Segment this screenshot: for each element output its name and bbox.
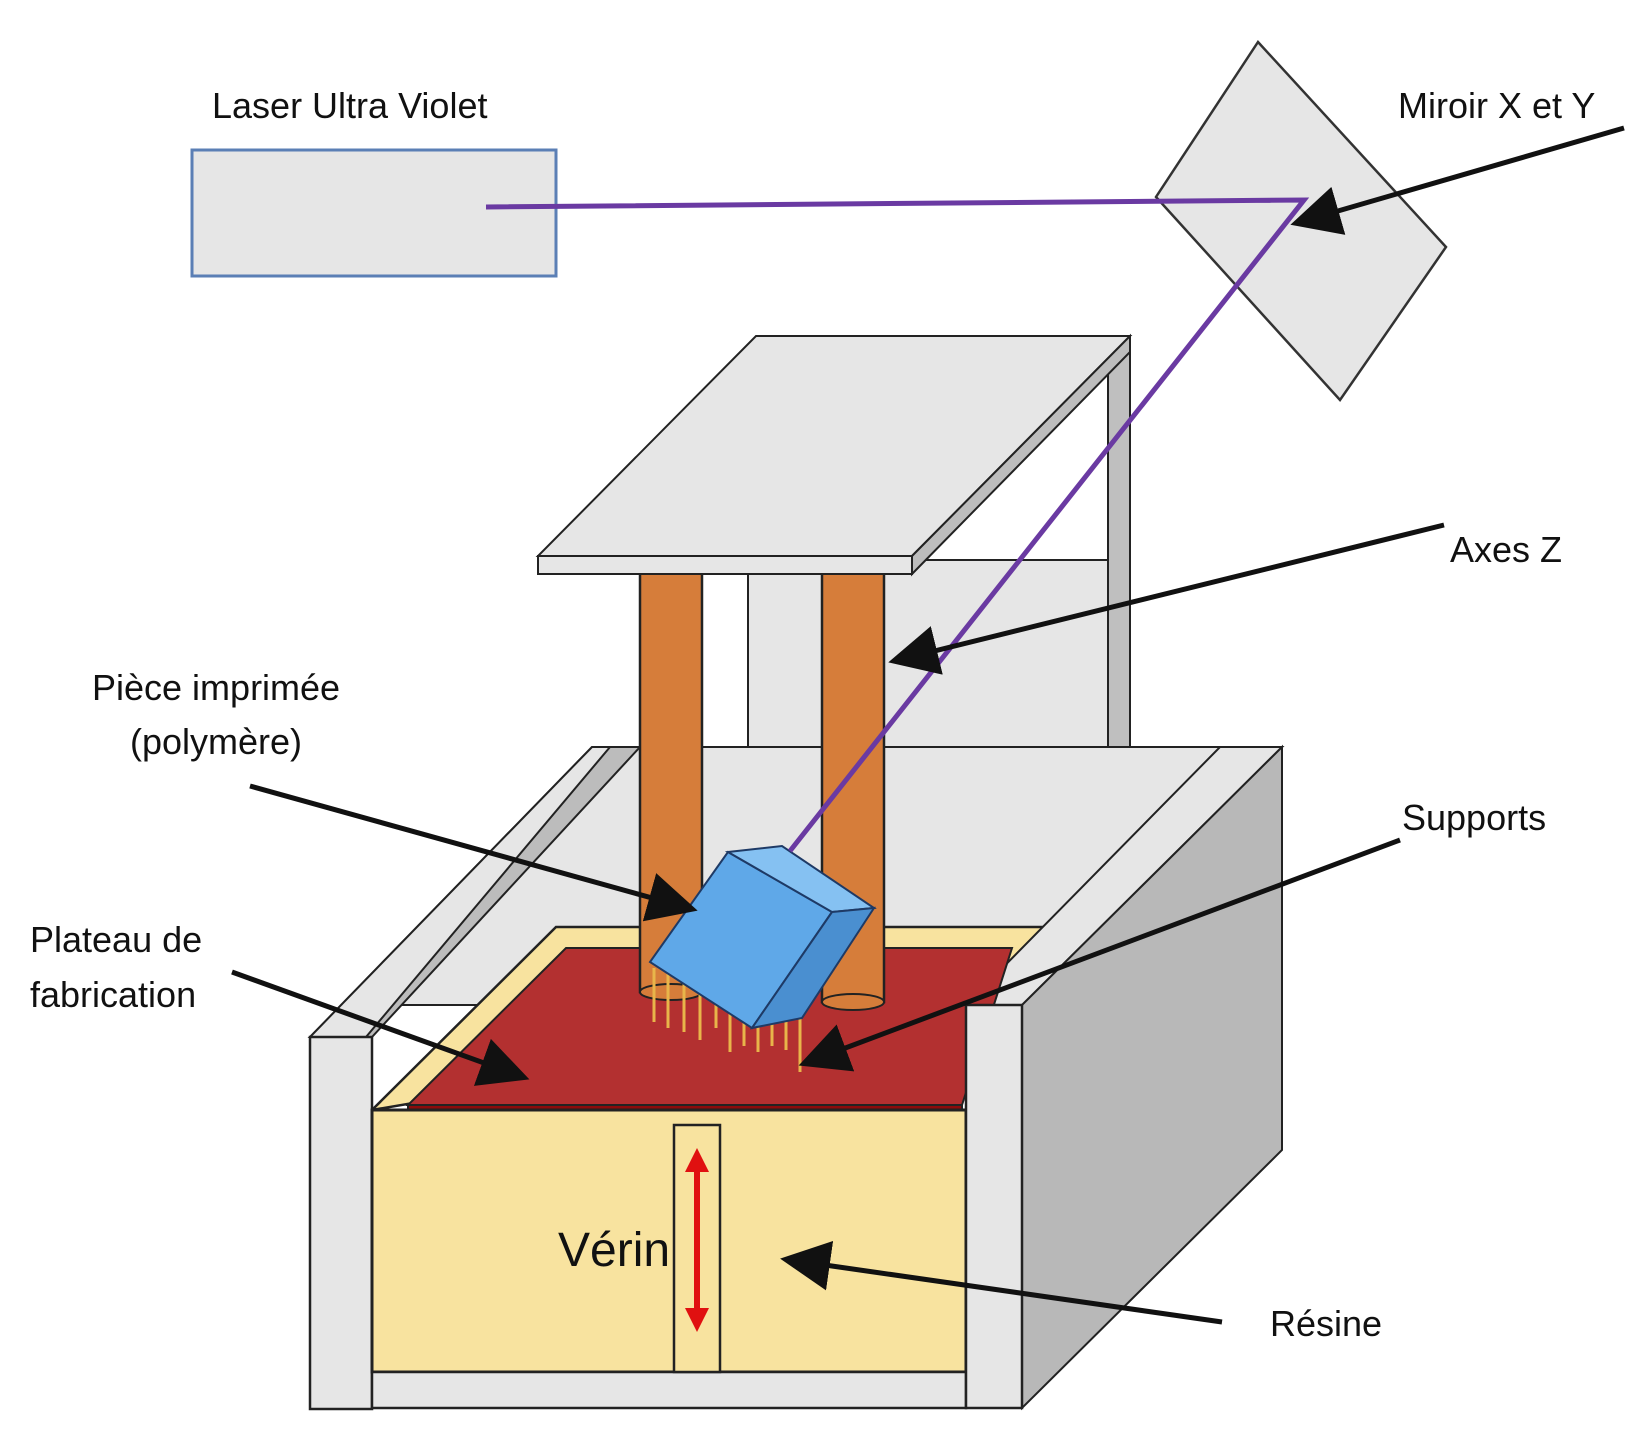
- printed-part-side: [749, 906, 876, 1030]
- enclosure-right-post: [964, 1003, 1024, 1410]
- actuator-label: Vérin: [558, 1224, 670, 1277]
- actuator-arrow-head-up: [685, 1148, 709, 1172]
- platform-label-line1: Plateau de: [30, 919, 202, 960]
- platform-leader-arrow: [231, 969, 530, 1086]
- z-axis-leader-arrow: [888, 522, 1445, 675]
- supports-label: Supports: [1402, 797, 1546, 838]
- laser-box: [190, 148, 558, 278]
- enclosure-bottom-strip: [370, 1370, 968, 1410]
- laser-label: Laser Ultra Violet: [212, 85, 487, 126]
- supports-leader-arrow: [798, 837, 1401, 1072]
- resin-front-panel: [370, 1108, 968, 1374]
- enclosure-left-post: [308, 1035, 374, 1411]
- part-leader-arrow: [249, 783, 698, 922]
- z-axis-label: Axes Z: [1450, 529, 1562, 570]
- z-top-plate: [535, 335, 1133, 557]
- z-top-plate-edge: [537, 555, 913, 575]
- z-top-plate-side: [911, 333, 1131, 577]
- platform-label-line2: fabrication: [30, 974, 196, 1015]
- part-label-line1: Pièce imprimée: [92, 667, 340, 708]
- z-column-right-base: [821, 993, 885, 1011]
- actuator-arrow-head-down: [685, 1308, 709, 1332]
- part-label-line2: (polymère): [130, 721, 302, 762]
- mirror-leader-arrow: [1290, 125, 1625, 235]
- z-tower-side: [1107, 348, 1131, 751]
- mirror-label: Miroir X et Y: [1398, 85, 1595, 126]
- resin-label: Résine: [1270, 1303, 1382, 1344]
- resin-leader-arrow: [780, 1240, 1223, 1325]
